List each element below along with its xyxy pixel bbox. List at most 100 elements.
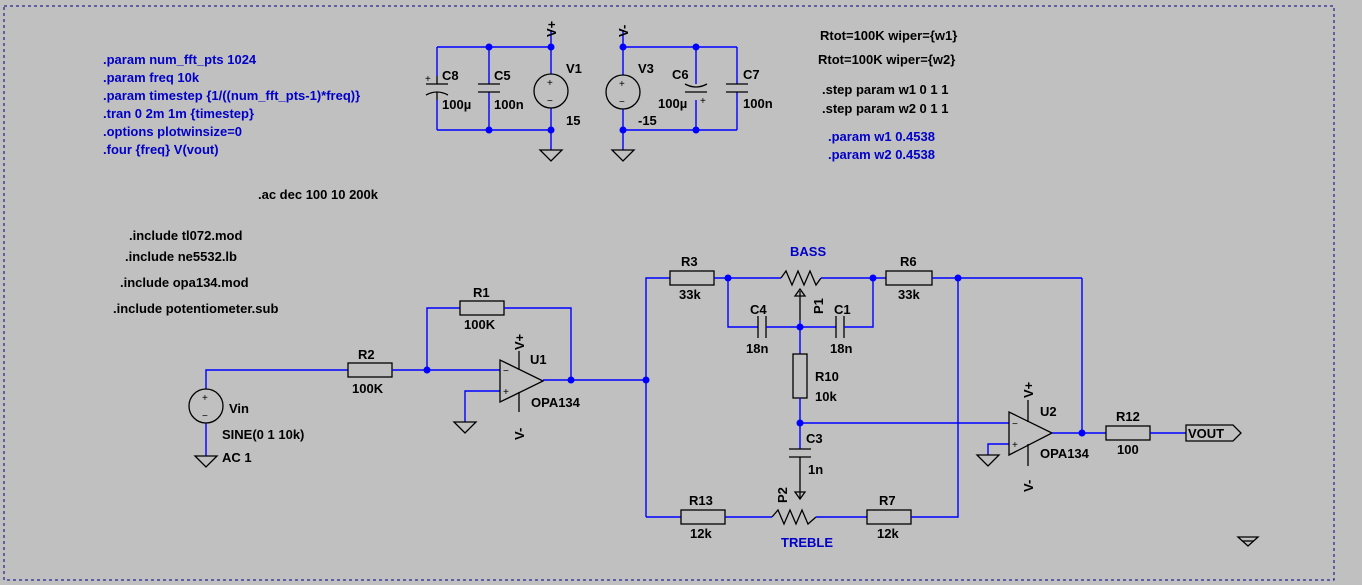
c8-value: 100µ: [442, 97, 471, 112]
include-line[interactable]: .include potentiometer.sub: [113, 301, 278, 316]
voltage-source-vin[interactable]: + − Vin SINE(0 1 10k) AC 1: [188, 388, 304, 465]
r1-name: R1: [473, 285, 490, 300]
resistor-r13[interactable]: R13 12k: [680, 493, 726, 541]
u1-plus: +: [503, 387, 509, 398]
r1-value: 100K: [464, 317, 496, 332]
resistor-r6[interactable]: R6 33k: [885, 254, 933, 302]
include-line[interactable]: .include ne5532.lb: [125, 249, 237, 264]
opamp-u1[interactable]: − + U1 OPA134: [499, 351, 581, 412]
c6-value: 100µ: [658, 96, 687, 111]
capacitor-c3[interactable]: C3 1n: [789, 431, 823, 501]
c1-name: C1: [834, 302, 851, 317]
resistor-r2[interactable]: R2 100K: [347, 347, 393, 396]
opamp-u2[interactable]: − + U2 OPA134: [1008, 400, 1090, 466]
v3-plus: +: [619, 79, 625, 90]
treble-label: TREBLE: [781, 535, 833, 550]
c6-name: C6: [672, 67, 689, 82]
capacitor-c6[interactable]: + C6 100µ: [658, 67, 708, 111]
net-label-vplus: V+: [1021, 381, 1036, 398]
capacitor-c1[interactable]: C1 18n: [830, 302, 852, 356]
capacitor-c5[interactable]: C5 100n: [478, 68, 524, 112]
output-stage: − + U2 OPA134 V+ V- R12 100 VOUT: [975, 381, 1242, 492]
capacitor-c8[interactable]: + C8 100µ: [425, 68, 471, 112]
ground-symbol: [975, 454, 1001, 467]
ground-symbol: [193, 455, 219, 468]
c3-value: 1n: [808, 462, 823, 477]
resistor-r10[interactable]: R10 10k: [792, 353, 839, 404]
param-directive[interactable]: .param w2 0.4538: [828, 147, 935, 162]
param-directive[interactable]: .param w1 0.4538: [828, 129, 935, 144]
directive-line[interactable]: .four {freq} V(vout): [103, 142, 219, 157]
vin-ac: AC 1: [222, 450, 252, 465]
ground-symbol: [452, 421, 478, 434]
u2-plus: +: [1012, 440, 1018, 451]
capacitor-c4[interactable]: C4 18n: [746, 302, 768, 356]
capacitor-c7[interactable]: C7 100n: [726, 67, 773, 111]
r2-value: 100K: [352, 381, 384, 396]
directive-line[interactable]: .options plotwinsize=0: [103, 124, 242, 139]
r2-name: R2: [358, 347, 375, 362]
pot-param-p1[interactable]: Rtot=100K wiper={w1}: [820, 28, 957, 43]
sim-directive-block: .param num_fft_pts 1024 .param freq 10k …: [103, 52, 360, 157]
step-directive[interactable]: .step param w2 0 1 1: [822, 101, 948, 116]
corner-marker: [1236, 536, 1260, 547]
v3-value: -15: [638, 113, 657, 128]
ac-directive[interactable]: .ac dec 100 10 200k: [258, 187, 379, 202]
voltage-source-v3[interactable]: + − V3 -15: [605, 61, 657, 128]
vin-name: Vin: [229, 401, 249, 416]
c3-name: C3: [806, 431, 823, 446]
bass-label: BASS: [790, 244, 826, 259]
sheet-frame: [3, 5, 1335, 581]
r3-name: R3: [681, 254, 698, 269]
directive-line[interactable]: .param num_fft_pts 1024: [103, 52, 257, 67]
c4-name: C4: [750, 302, 767, 317]
u2-name: U2: [1040, 404, 1057, 419]
step-directive[interactable]: .step param w1 0 1 1: [822, 82, 948, 97]
r7-value: 12k: [877, 526, 899, 541]
p2-name: P2: [775, 487, 790, 503]
include-line[interactable]: .include opa134.mod: [120, 275, 249, 290]
r3-value: 33k: [679, 287, 701, 302]
net-label-vplus: V+: [512, 333, 527, 350]
r12-value: 100: [1117, 442, 1139, 457]
c7-name: C7: [743, 67, 760, 82]
u1-model: OPA134: [531, 395, 581, 410]
input-stage: R2 100K R1 100K − + U1 OPA134 V+ V-: [347, 285, 650, 440]
c1-value: 18n: [830, 341, 852, 356]
ground-symbol: [610, 149, 636, 162]
p1-name: P1: [811, 298, 826, 314]
r10-name: R10: [815, 369, 839, 384]
vout-port[interactable]: VOUT: [1185, 424, 1242, 442]
net-label-vminus: V-: [512, 428, 527, 440]
r6-name: R6: [900, 254, 917, 269]
u1-minus: −: [503, 366, 509, 377]
pot-param-p2[interactable]: Rtot=100K wiper={w2}: [818, 52, 955, 67]
directive-line[interactable]: .tran 0 2m 1m {timestep}: [103, 106, 254, 121]
directive-line[interactable]: .param timestep {1/((num_fft_pts-1)*freq…: [103, 88, 360, 103]
r13-name: R13: [689, 493, 713, 508]
potentiometer-p1-bass[interactable]: P1: [780, 269, 826, 320]
net-label-vminus: V-: [1021, 480, 1036, 492]
r6-value: 33k: [898, 287, 920, 302]
tone-network: R3 33k P1 BASS R6 33k C4 18n: [645, 244, 1083, 550]
polarity-plus: +: [700, 96, 706, 107]
potentiometer-p2-treble[interactable]: P2: [771, 487, 817, 526]
v1-plus: +: [547, 78, 553, 89]
r10-value: 10k: [815, 389, 837, 404]
resistor-r12[interactable]: R12 100: [1105, 409, 1151, 457]
u2-minus: −: [1012, 419, 1018, 430]
directive-line[interactable]: .param freq 10k: [103, 70, 200, 85]
vin-minus: −: [202, 411, 208, 422]
net-label-vminus: V-: [616, 25, 631, 37]
vin-plus: +: [202, 393, 208, 404]
resistor-r3[interactable]: R3 33k: [669, 254, 715, 302]
resistor-r7[interactable]: R7 12k: [866, 493, 912, 541]
c5-name: C5: [494, 68, 511, 83]
v3-name: V3: [638, 61, 654, 76]
v1-value: 15: [566, 113, 580, 128]
include-line[interactable]: .include tl072.mod: [129, 228, 242, 243]
supply-positive: + C8 100µ C5 100n + − V1 15 V+: [425, 20, 582, 162]
resistor-r1[interactable]: R1 100K: [459, 285, 505, 332]
v1-minus: −: [547, 96, 553, 107]
voltage-source-v1[interactable]: + − V1 15: [533, 61, 582, 128]
